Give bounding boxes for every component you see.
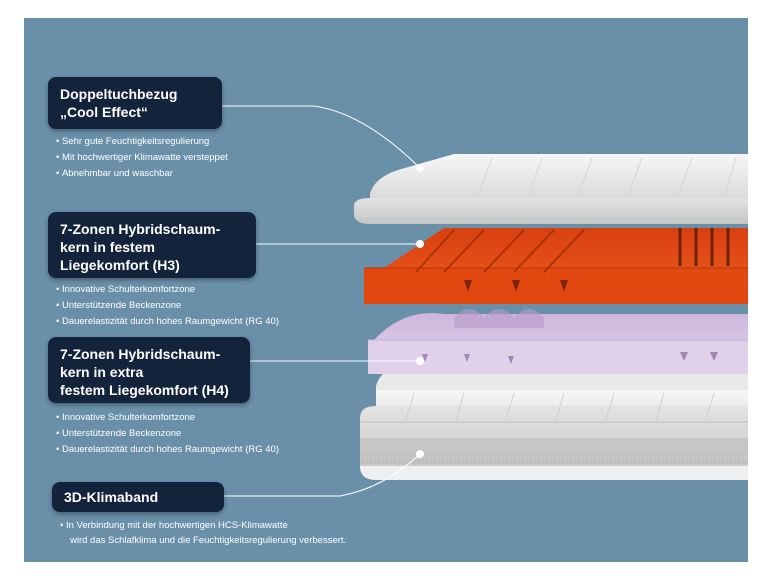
climate-band-label: 3D-Klimaband [52,482,224,512]
cover-label-line: „Cool Effect“ [60,104,148,120]
connector-dot [416,450,424,458]
climate-band-note-line: wird das Schlafklima und die Feuchtigkei… [70,535,347,546]
list-item: Unterstützende Beckenzone [56,426,279,442]
list-item: Dauerelastizität durch hohes Raumgewicht… [56,442,279,458]
h3-bullet-list: Innovative Schulterkomfortzone Unterstüt… [56,282,279,330]
connector-dot [416,164,424,172]
list-item: Sehr gute Feuchtigkeitsregulierung [56,134,228,150]
h4-core-label: 7-Zonen Hybridschaum- kern in extra fest… [48,337,250,403]
list-item: Innovative Schulterkomfortzone [56,410,279,426]
connector-dots [416,164,424,458]
cover-label: Doppeltuchbezug „Cool Effect“ [48,77,222,129]
h4-bullet-list: Innovative Schulterkomfortzone Unterstüt… [56,410,279,458]
h3-foam-layer [364,228,748,304]
h4-foam-layer [368,309,748,374]
list-item: Innovative Schulterkomfortzone [56,282,279,298]
h3-core-label-line: kern in festem [60,239,155,255]
list-item: Mit hochwertiger Klimawatte versteppet [56,150,228,166]
h4-core-label-line: festem Liegekomfort (H4) [60,382,229,398]
connector-dot [416,240,424,248]
list-item: Unterstützende Beckenzone [56,298,279,314]
climate-band-label-line: 3D-Klimaband [64,489,159,505]
list-item: Dauerelastizität durch hohes Raumgewicht… [56,314,279,330]
mattress-layers-illustration [222,105,748,497]
connector-dot [416,357,424,365]
climate-band-note: • In Verbindung mit der hochwertigen HCS… [60,518,346,548]
h3-core-label: 7-Zonen Hybridschaum- kern in festem Lie… [48,212,256,278]
bottom-cover-layer [360,366,748,480]
cover-bullet-list: Sehr gute Feuchtigkeitsregulierung Mit h… [56,134,228,182]
cover-label-line: Doppeltuchbezug [60,86,178,102]
product-infographic: Doppeltuchbezug „Cool Effect“ Sehr gute … [24,18,748,562]
climate-band-note-text: In Verbindung mit der hochwertigen HCS-K… [65,520,288,531]
h3-core-label-line: Liegekomfort (H3) [60,257,180,273]
connector-lines [222,105,421,497]
list-item: Abnehmbar und waschbar [56,166,228,182]
h3-core-label-line: 7-Zonen Hybridschaum- [60,221,221,237]
h4-core-label-line: 7-Zonen Hybridschaum- [60,346,221,362]
h4-core-label-line: kern in extra [60,364,144,380]
top-cover-layer [354,154,748,224]
climate-band-note-line: • In Verbindung mit der hochwertigen HCS… [60,520,288,531]
